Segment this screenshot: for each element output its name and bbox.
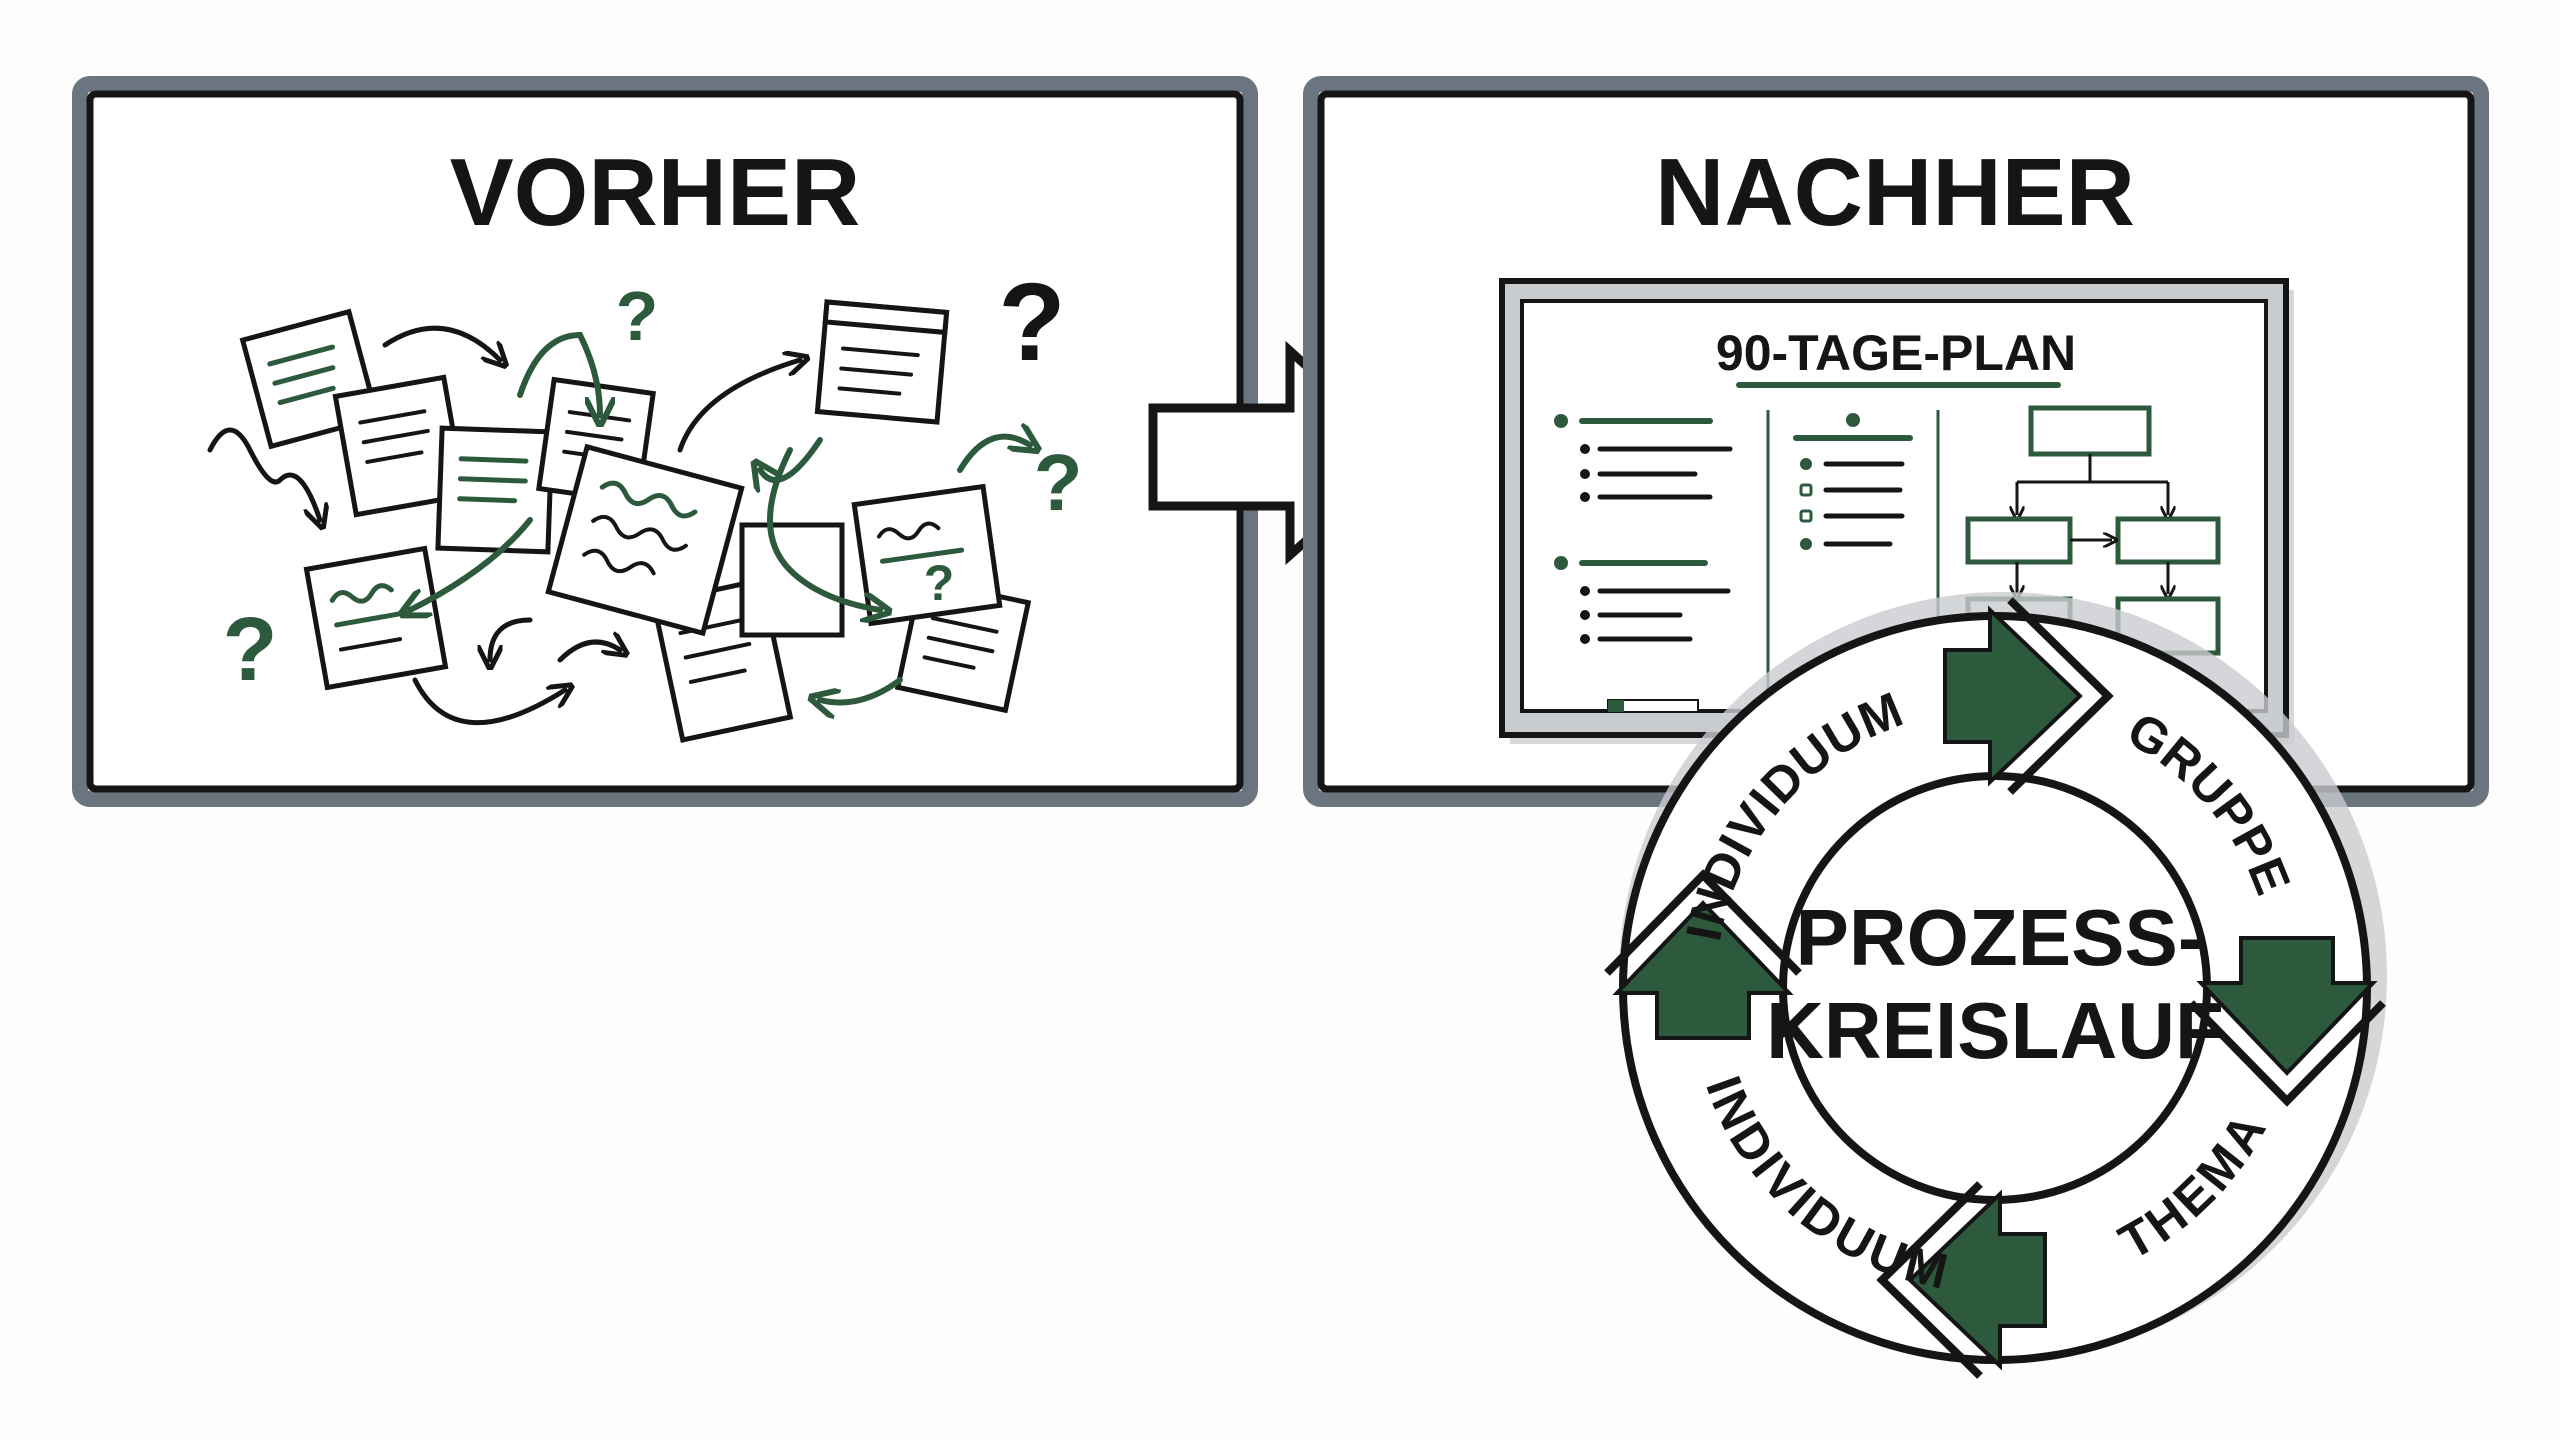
question-marks: ? ? ? ? ?	[223, 261, 1083, 700]
sticky-note	[303, 545, 449, 691]
curved-arrow	[957, 437, 1030, 473]
curved-arrow	[677, 360, 800, 453]
marker	[1608, 700, 1624, 712]
after-title: NACHHER	[1655, 139, 2135, 246]
plan-column-2	[1793, 413, 1913, 550]
sticky-note	[851, 483, 1003, 627]
chaotic-notes	[239, 299, 1032, 743]
curved-arrow	[820, 677, 903, 703]
arrow-left	[1604, 869, 1802, 1040]
question-mark: ?	[924, 555, 955, 611]
cycle-center-line2: KREISLAUF	[1766, 986, 2224, 1075]
plan-column-1	[1554, 414, 1733, 644]
before-title: VORHER	[450, 139, 861, 246]
question-mark: ?	[223, 600, 278, 700]
curved-arrow	[412, 677, 565, 726]
question-mark: ?	[1034, 438, 1083, 527]
sticky-note	[739, 522, 845, 638]
arrow-top	[1943, 597, 2114, 795]
arrow-right	[2188, 936, 2386, 1107]
cycle-arrows	[1604, 597, 2386, 1379]
sticky-note	[814, 299, 950, 425]
squiggle-arrow	[207, 427, 320, 520]
question-mark: ?	[998, 261, 1065, 384]
arrow-bottom	[1876, 1181, 2047, 1379]
whiteboard-title: 90-TAGE-PLAN	[1716, 325, 2076, 381]
curved-arrow	[767, 447, 880, 610]
question-mark: ?	[616, 277, 659, 355]
cycle-center-line1: PROZESS-	[1796, 893, 2205, 982]
curved-arrow	[382, 325, 500, 360]
curved-arrow	[557, 642, 620, 663]
curved-arrow	[410, 517, 533, 610]
curved-arrow	[490, 617, 533, 660]
process-cycle: INDIVIDUUM GRUPPE THEMA INDIVIDUUM PROZE…	[1604, 592, 2387, 1379]
curved-arrow	[760, 437, 823, 480]
chaotic-arrows	[207, 325, 1030, 726]
sticky-note	[435, 425, 555, 555]
before-panel: VORHER	[72, 76, 1258, 807]
sticky-note	[545, 443, 745, 637]
curved-arrow	[517, 331, 600, 415]
